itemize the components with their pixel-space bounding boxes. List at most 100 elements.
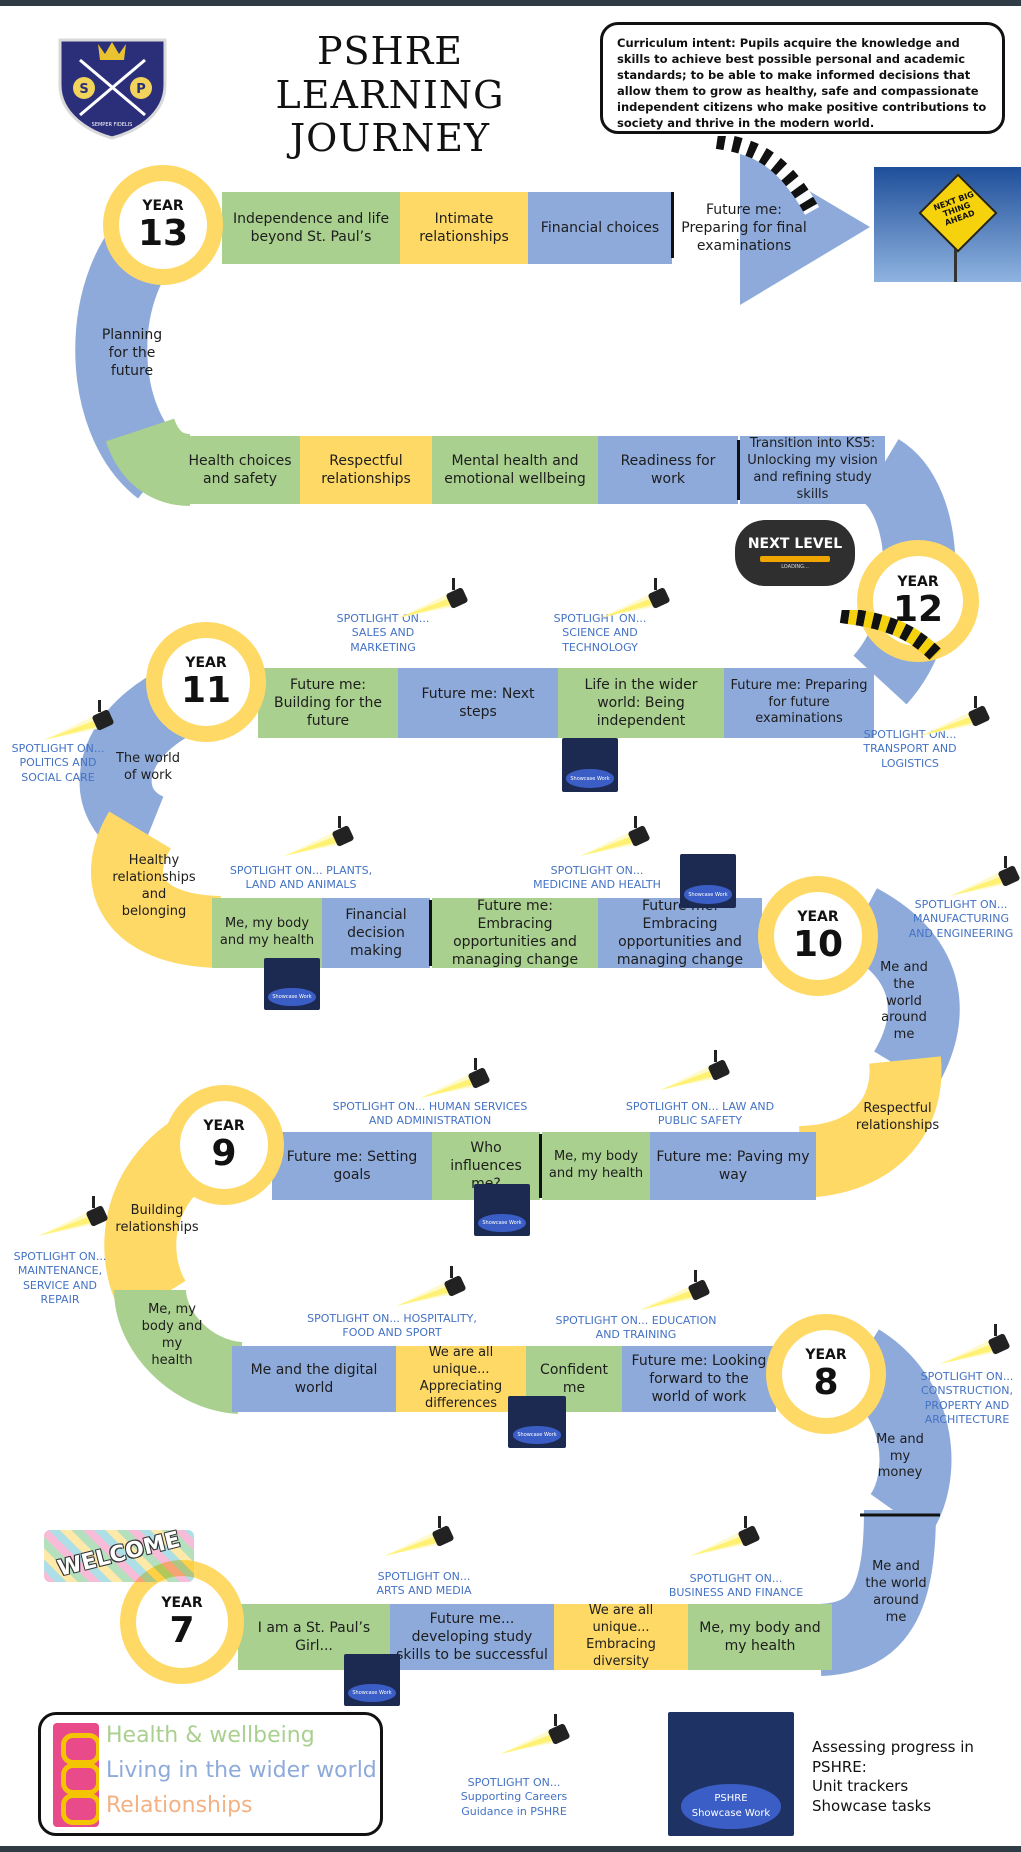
legend-box: Health & wellbeing Living in the wider w…: [38, 1712, 383, 1836]
spotlight-lamp-icon: [580, 816, 651, 856]
y12-mental-health: Mental health and emotional wellbeing: [432, 436, 598, 504]
curriculum-intent: Curriculum intent: Pupils acquire the kn…: [600, 22, 1005, 134]
spotlight-lamp-icon: [660, 1050, 731, 1090]
spotlight-lamp-icon: [38, 1196, 109, 1236]
assess-title: Assessing progress in PSHRE:: [812, 1738, 974, 1776]
showcase-thumb-label: Showcase Work: [517, 1432, 557, 1438]
year-8-number: 8: [813, 1362, 839, 1403]
spotlight-lamp-icon: [920, 696, 991, 736]
y10-future-1: Future me: Embracing opportunities and m…: [432, 898, 598, 968]
y12-transition: Transition into KS5: Unlocking my vision…: [740, 436, 885, 504]
year-9-label: YEAR: [203, 1118, 245, 1134]
legend-relationships: Relationships: [106, 1793, 253, 1818]
spotlight-lamp-icon: [420, 1058, 491, 1098]
showcase-thumb-label: Showcase Work: [352, 1690, 392, 1696]
y12-health-choices: Health choices and safety: [180, 436, 300, 504]
assess-showcase: Showcase tasks: [812, 1796, 932, 1815]
assessment-info: Assessing progress in PSHRE: Unit tracke…: [812, 1738, 1012, 1816]
y13-intimate: Intimate relationships: [400, 192, 528, 264]
page-title: PSHRE LEARNING JOURNEY: [275, 29, 505, 161]
y11-preparing: Future me: Preparing for future examinat…: [724, 668, 874, 738]
spotlight-lamp-icon: [500, 1714, 571, 1754]
spotlight-lamp-icon: [950, 856, 1021, 896]
showcase-large-line2: Showcase Work: [691, 1808, 771, 1820]
y10-curve-respectful: Respectful relationships: [855, 1101, 940, 1133]
year-12-label: YEAR: [897, 574, 939, 590]
showcase-thumb: Showcase Work: [562, 738, 618, 792]
spotlight-lamp-icon: [600, 578, 671, 618]
spotlight-business: SPOTLIGHT ON... BUSINESS AND FINANCE: [668, 1572, 804, 1600]
year-10-label: YEAR: [797, 909, 839, 925]
showcase-thumb-label: Showcase Work: [570, 775, 610, 782]
y9-curve-building: Building relationships: [115, 1203, 199, 1235]
year-10-number: 10: [792, 924, 844, 965]
year-11-number: 11: [180, 670, 232, 711]
y8-curve-world: Me and the world around me: [865, 1559, 927, 1625]
y8-curve-money: Me and my money: [876, 1431, 924, 1481]
year-7-number: 7: [169, 1610, 195, 1651]
year-9-number: 9: [211, 1133, 237, 1174]
y12-respectful: Respectful relationships: [300, 436, 432, 504]
next-level-title: NEXT LEVEL: [747, 536, 843, 552]
spotlight-plants: SPOTLIGHT ON... PLANTS, LAND AND ANIMALS: [229, 864, 373, 892]
spotlight-medicine: SPOTLIGHT ON... MEDICINE AND HEALTH: [533, 864, 661, 892]
showcase-thumb: Showcase Work: [680, 854, 736, 908]
y13-independence: Independence and life beyond St. Paul’s: [222, 192, 400, 264]
y12-readiness: Readiness for work: [598, 436, 738, 504]
year-13-number: 13: [137, 213, 189, 254]
spotlight-law: SPOTLIGHT ON... LAW AND PUBLIC SAFETY: [625, 1100, 775, 1128]
next-level-sub: LOADING...: [781, 564, 809, 570]
crest-letter-right: P: [136, 82, 146, 97]
y9-paving: Future me: Paving my way: [650, 1132, 816, 1200]
y9-setting-goals: Future me: Setting goals: [272, 1132, 432, 1200]
next-big-thing-image: NEXT BIG THING AHEAD: [874, 167, 1021, 282]
spotlight-lamp-icon: [384, 1516, 455, 1556]
spotlight-hospitality: SPOTLIGHT ON... HOSPITALITY, FOOD AND SP…: [307, 1312, 477, 1340]
showcase-thumb: Showcase Work: [474, 1184, 530, 1236]
y8-digital: Me and the digital world: [232, 1346, 396, 1412]
year-7-label: YEAR: [161, 1595, 203, 1611]
showcase-thumb-label: Showcase Work: [272, 994, 312, 1000]
spotlight-lamp-icon: [940, 1324, 1011, 1364]
y7-diversity: We are all unique... Embracing diversity: [554, 1603, 688, 1670]
top-border: [0, 0, 1021, 6]
spotlight-human: SPOTLIGHT ON... HUMAN SERVICES AND ADMIN…: [332, 1100, 528, 1128]
showcase-thumb: Showcase Work: [508, 1396, 566, 1448]
y10-future-2: Future me: Embracing opportunities and m…: [598, 898, 762, 968]
y11-curve-world-of-work: The world of work: [115, 751, 181, 783]
chequered-flag-icon: [715, 136, 820, 215]
spotlight-manufacturing: SPOTLIGHT ON... MANUFACTURING AND ENGINE…: [908, 898, 1014, 940]
spotlight-lamp-icon: [284, 816, 355, 856]
y10-curve-world: Me and the world around me: [880, 959, 928, 1043]
spotlight-lamp-icon: [640, 1270, 711, 1310]
legend-snake-icon: [53, 1723, 99, 1827]
chequered-flag-icon: [839, 610, 942, 661]
crest-letter-left: S: [79, 82, 88, 97]
spotlight-arts: SPOTLIGHT ON... ARTS AND MEDIA: [376, 1570, 472, 1598]
spotlight-lamp-icon: [396, 1266, 467, 1306]
spotlight-lamp-icon: [690, 1516, 761, 1556]
next-level-image: NEXT LEVEL LOADING...: [735, 520, 855, 586]
y9-me-my-body: Me, my body and my health: [542, 1132, 650, 1200]
showcase-large: PSHRE Showcase Work: [668, 1712, 794, 1836]
year-8-label: YEAR: [805, 1347, 847, 1363]
showcase-thumb: Showcase Work: [264, 958, 320, 1010]
y11-building: Future me: Building for the future: [258, 668, 398, 738]
bottom-border: [0, 1846, 1021, 1852]
y9-divider: [539, 1134, 542, 1198]
showcase-thumb-label: Showcase Work: [688, 891, 728, 898]
year-13-label: YEAR: [142, 198, 184, 214]
y13-divider: [671, 192, 674, 258]
spotlight-lamp-icon: [398, 578, 469, 618]
spotlight-construction: SPOTLIGHT ON... CONSTRUCTION, PROPERTY A…: [920, 1370, 1014, 1426]
spotlight-science: SPOTLIGHT ON... SCIENCE AND TECHNOLOGY: [553, 612, 647, 654]
spotlight-maintenance: SPOTLIGHT ON... MAINTENANCE, SERVICE AND…: [13, 1250, 107, 1306]
school-crest: S P SEMPER FIDELIS: [50, 30, 175, 140]
y10-financial: Financial decision making: [322, 898, 430, 968]
y9-curve-me-my-body: Me, my body and my health: [141, 1302, 203, 1368]
spotlight-education: SPOTLIGHT ON... EDUCATION AND TRAINING: [555, 1314, 717, 1342]
showcase-large-line1: PSHRE: [714, 1793, 748, 1805]
welcome-graphic: WELCOME: [44, 1520, 194, 1592]
